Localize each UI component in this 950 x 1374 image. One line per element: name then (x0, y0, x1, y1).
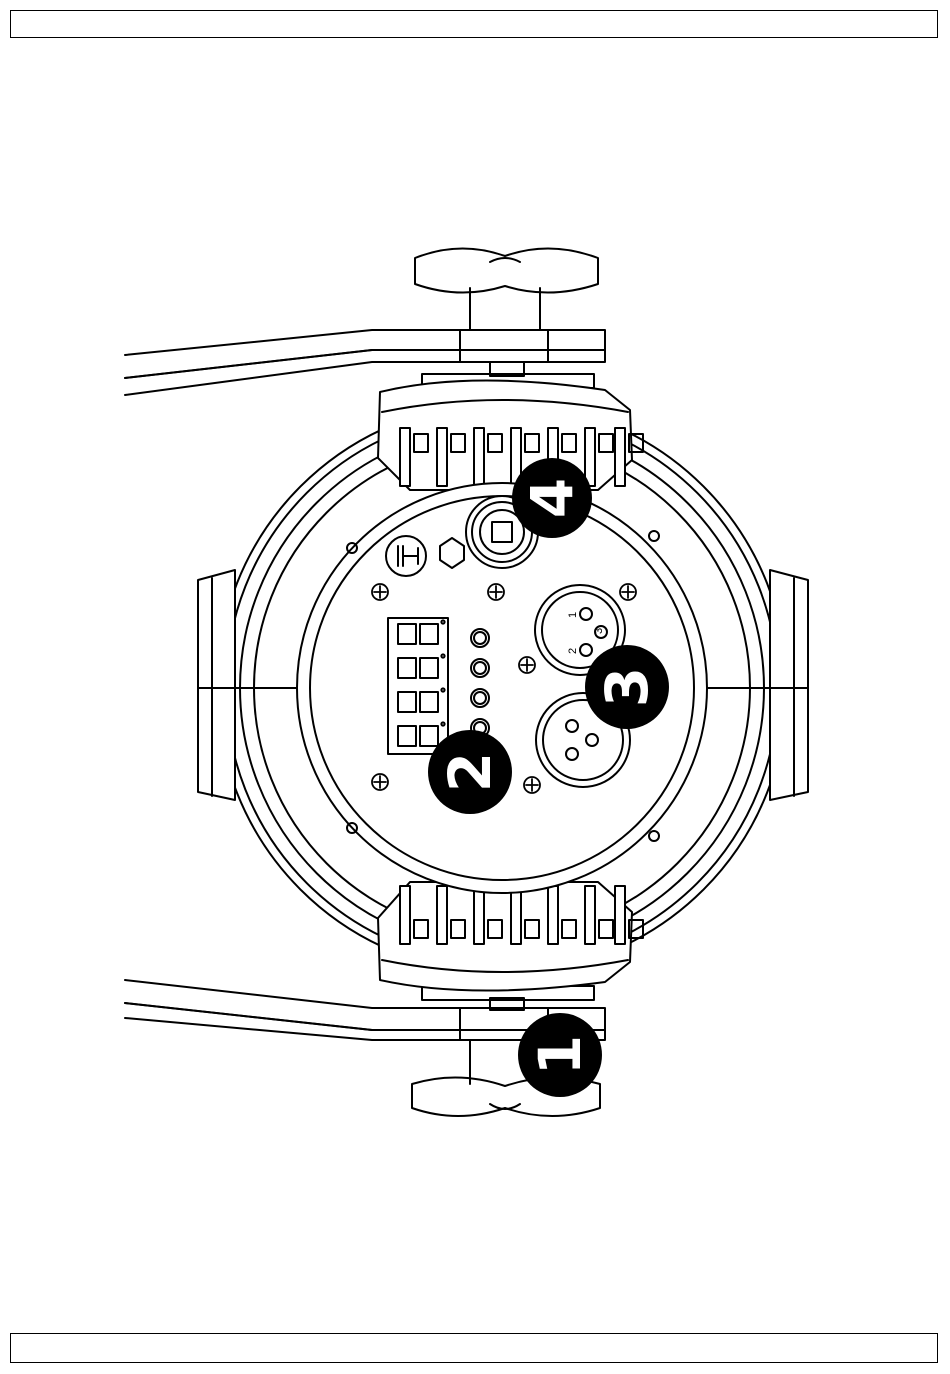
callout-4-label: 4 (518, 478, 586, 518)
cooling-fin (585, 428, 595, 486)
cooling-fin (585, 886, 595, 944)
top-knob[interactable] (415, 248, 598, 388)
cooling-fin (474, 428, 484, 486)
screw (488, 584, 504, 600)
callout-1: 1 (518, 1013, 602, 1097)
callout-3: 3 (585, 645, 669, 729)
cooling-fin (615, 428, 625, 486)
cooling-fin (400, 886, 410, 944)
screw (620, 584, 636, 600)
screw (519, 657, 535, 673)
callout-4: 4 (512, 458, 592, 538)
xlr-pin-2-label: 2 (567, 648, 579, 654)
cooling-fin (474, 886, 484, 944)
callout-2-label: 2 (436, 752, 504, 792)
cooling-fin (437, 428, 447, 486)
xlr-pin-3-label: 3 (593, 628, 605, 634)
screw (372, 584, 388, 600)
callout-1-label: 1 (526, 1035, 594, 1075)
cooling-fin (511, 886, 521, 944)
cooling-fin (437, 886, 447, 944)
screw (524, 777, 540, 793)
cooling-fin (400, 428, 410, 486)
callout-2: 2 (428, 730, 512, 814)
callout-3-label: 3 (593, 667, 661, 707)
cooling-fin (615, 886, 625, 944)
xlr-pin-1-label: 1 (567, 612, 579, 618)
cooling-fin (548, 886, 558, 944)
screw (372, 774, 388, 790)
